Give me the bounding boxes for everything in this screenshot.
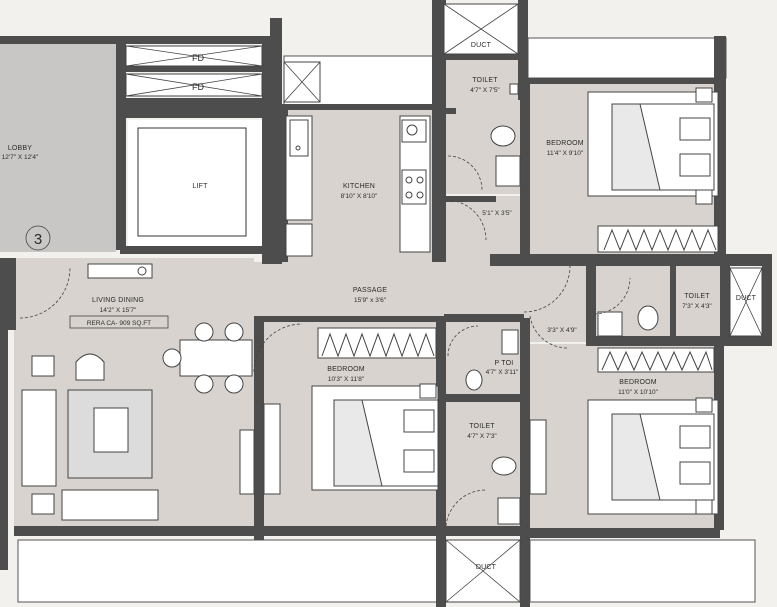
armchair bbox=[75, 353, 105, 381]
lift-area bbox=[128, 120, 262, 248]
hob-icon bbox=[401, 169, 427, 205]
passage-label: PASSAGE bbox=[353, 287, 387, 294]
bedroom-top-label: BEDROOM bbox=[546, 140, 584, 147]
toilet-top-fixtures bbox=[490, 83, 521, 187]
bedroom-top-dims: 11'4" X 9'10" bbox=[547, 150, 584, 157]
wardrobe-mid bbox=[317, 327, 437, 359]
passage-area bbox=[254, 262, 524, 318]
living-furniture bbox=[21, 263, 255, 521]
lobby-label: LOBBY bbox=[8, 145, 32, 152]
balcony-top-right bbox=[527, 37, 727, 79]
p-toilet-fixtures bbox=[465, 329, 519, 391]
tv-unit bbox=[87, 263, 153, 279]
kitchen-dims: 8'10" X 8'10" bbox=[341, 193, 378, 200]
sink-drain-icon bbox=[295, 145, 301, 151]
living-dining-dims: 14'2" X 15'7" bbox=[100, 307, 137, 314]
bedroom-right-furniture bbox=[529, 347, 719, 515]
unit-number-circle bbox=[25, 225, 51, 251]
kitchen-sink-icon bbox=[289, 119, 309, 157]
lift-label: LIFT bbox=[192, 183, 208, 190]
toilet-bottom-fixtures bbox=[491, 456, 521, 525]
duct-right: DUCT bbox=[729, 267, 763, 337]
fd-top-label: FD bbox=[192, 53, 204, 63]
toilet-bottom-label: TOILET bbox=[469, 423, 495, 430]
rera-label: RERA CA- 909 SQ.FT bbox=[87, 320, 151, 327]
toilet-top-dims: 4'7" X 7'5" bbox=[470, 87, 500, 94]
coffee-table bbox=[93, 407, 129, 453]
small-passage-dims: 5'1" X 3'5" bbox=[482, 210, 512, 217]
duct-bottom: DUCT bbox=[445, 539, 521, 603]
side-table-bottom bbox=[31, 493, 55, 515]
bedroom-mid-furniture bbox=[263, 327, 439, 495]
desk-mid bbox=[263, 403, 281, 495]
passage-right-dims: 3'3" X 4'9" bbox=[547, 327, 577, 334]
toilet-right-dims: 7'3" X 4'3" bbox=[682, 303, 712, 310]
sofa-left bbox=[21, 389, 57, 487]
wc-top-icon bbox=[490, 125, 516, 147]
wardrobe-top bbox=[597, 225, 719, 253]
fd-bottom: FD bbox=[125, 73, 263, 97]
bedroom-mid-label: BEDROOM bbox=[327, 366, 365, 373]
toilet-right-fixtures bbox=[597, 305, 659, 337]
lobby: LOBBY 12'7" X 12'4" 3 bbox=[2, 145, 51, 251]
rug bbox=[67, 389, 153, 479]
fd-top: FD bbox=[125, 45, 263, 67]
p-toilet-label: P TOI bbox=[495, 360, 514, 367]
desk-right bbox=[529, 419, 547, 495]
duct-top: DUCT bbox=[443, 3, 519, 55]
lobby-area bbox=[0, 40, 116, 252]
toilet-right-label: TOILET bbox=[684, 293, 710, 300]
kitchen-label: KITCHEN bbox=[343, 183, 375, 190]
kitchen-counters bbox=[285, 115, 431, 257]
balcony-bottom-right bbox=[529, 539, 756, 603]
duct-bottom-label: DUCT bbox=[476, 564, 497, 571]
bedroom-top-furniture bbox=[587, 87, 719, 253]
door-swings bbox=[19, 155, 631, 527]
sofa-bottom bbox=[61, 489, 159, 521]
fd-bottom-label: FD bbox=[192, 82, 204, 92]
passage-dims: 15'9" x 3'6" bbox=[354, 297, 387, 304]
lobby-dims: 12'7" X 12'4" bbox=[2, 154, 39, 161]
living-dining-label: LIVING DINING bbox=[92, 297, 144, 304]
dining-table bbox=[179, 339, 253, 377]
bedroom-right-label: BEDROOM bbox=[619, 379, 657, 386]
p-toilet-dims: 4'7" X 3'11" bbox=[486, 369, 519, 376]
unit-number: 3 bbox=[34, 231, 42, 248]
toilet-top-label: TOILET bbox=[472, 77, 498, 84]
lift: LIFT bbox=[137, 127, 247, 237]
rera-box bbox=[69, 315, 169, 329]
balconies bbox=[17, 37, 756, 603]
console bbox=[239, 429, 255, 495]
duct-top-label: DUCT bbox=[471, 42, 492, 49]
passage-right-area bbox=[524, 262, 590, 342]
kitchen-shaft bbox=[283, 61, 321, 103]
duct-right-label: DUCT bbox=[736, 295, 757, 302]
bedroom-right-dims: 11'0" X 10'10" bbox=[618, 389, 659, 396]
bedroom-mid-dims: 10'3" X 11'8" bbox=[328, 376, 365, 383]
side-table-top bbox=[31, 355, 55, 377]
balcony-bottom-left bbox=[17, 539, 443, 603]
kitchen-cabinet bbox=[285, 223, 313, 257]
toilet-bottom-dims: 4'7" X 7'3" bbox=[467, 433, 497, 440]
wardrobe-right bbox=[597, 347, 715, 373]
small-passage-area bbox=[444, 196, 530, 262]
basin-top-icon bbox=[495, 155, 521, 187]
room-labels: TOILET 4'7" X 7'5" BEDROOM 11'4" X 9'10"… bbox=[69, 77, 712, 440]
